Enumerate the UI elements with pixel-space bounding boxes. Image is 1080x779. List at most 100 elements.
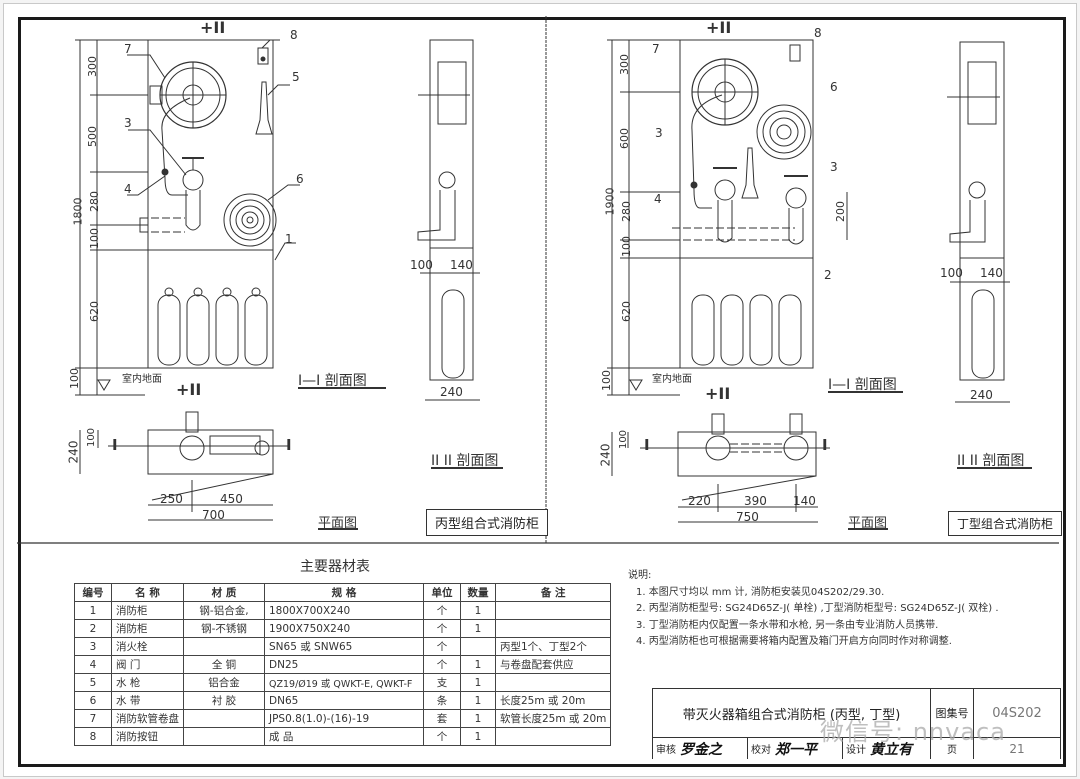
- note-item: 1. 本图尺寸均以 mm 计, 消防柜安装见04S202/29.30.: [636, 586, 885, 598]
- cell-unit: 个: [423, 655, 461, 674]
- cell-unit: 个: [423, 727, 461, 746]
- cell-no: 8: [74, 727, 112, 746]
- notes-block: 说明: 1. 本图尺寸均以 mm 计, 消防柜安装见04S202/29.30. …: [628, 568, 999, 651]
- cell-note: [494, 619, 612, 638]
- cell-note: 软管长度25m 或 20m: [494, 709, 612, 728]
- plan-section-mark-left: I: [112, 436, 118, 454]
- cell-note: 与卷盘配套供应: [494, 655, 612, 674]
- notes-heading: 说明:: [628, 570, 652, 581]
- cell-material: 钢-不锈钢: [183, 619, 265, 638]
- cell-name: 阀 门: [111, 655, 184, 674]
- col-header: 备 注: [494, 583, 612, 602]
- cell-material: 全 铜: [183, 655, 265, 674]
- section-mark-top: +II: [200, 18, 226, 37]
- callout-1: 1: [285, 232, 293, 246]
- plan-dim-700: 700: [202, 508, 225, 522]
- cell-name: 消防按钮: [111, 727, 184, 746]
- floor-label-right: 室内地面: [652, 374, 692, 385]
- cell-spec: 成 品: [264, 727, 424, 746]
- callout-6: 6: [296, 172, 304, 186]
- design-label: 设计: [846, 745, 866, 756]
- right-elevation: [607, 39, 848, 396]
- cell-no: 3: [74, 637, 112, 656]
- design-signature: 黄立有: [870, 741, 912, 758]
- col-header: 材 质: [183, 583, 265, 602]
- callout-6-right: 6: [830, 80, 838, 94]
- table-row: 1 消防柜 钢-铝合金, 1800X700X240 个 1: [74, 601, 612, 620]
- plan-dim-100: 100: [86, 427, 98, 448]
- section-mark-bottom: +II: [176, 380, 202, 399]
- callout-2: 2: [824, 268, 832, 282]
- dim-100-floor: 100: [68, 368, 81, 389]
- cell-material: 铝合金: [183, 673, 265, 692]
- cell-note: 丙型1个、丁型2个: [494, 637, 612, 656]
- cell-unit: 条: [423, 691, 461, 710]
- cell-spec: QZ19/Ø19 或 QWKT-E, QWKT-F: [264, 673, 424, 692]
- cell-name: 消火栓: [111, 637, 184, 656]
- plan-dim-140: 140: [793, 494, 816, 508]
- cell-unit: 个: [423, 601, 461, 620]
- review-field: 审核 罗金之: [653, 738, 748, 759]
- dim-280: 280: [88, 191, 101, 212]
- drawing-title: 带灭火器箱组合式消防柜 (丙型, 丁型): [653, 689, 931, 738]
- plan-dim-450: 450: [220, 492, 243, 506]
- plan-view-title: 平面图: [318, 516, 358, 531]
- callout-3: 3: [124, 116, 132, 130]
- dim-100-right: 100: [620, 236, 633, 257]
- cell-spec: JPS0.8(1.0)-(16)-19: [264, 709, 424, 728]
- note-item: 3. 丁型消防柜内仅配置一条水带和水枪, 另一条由专业消防人员携带.: [636, 619, 939, 631]
- panel-title-ding: 丁型组合式消防柜: [948, 511, 1063, 536]
- plan-section-mark-right-right: I: [822, 436, 828, 454]
- callout-4: 4: [124, 182, 132, 196]
- cell-name: 消防柜: [111, 601, 184, 620]
- left-plan-view: [79, 411, 290, 521]
- cell-no: 5: [74, 673, 112, 692]
- col-header: 数量: [460, 583, 496, 602]
- note-item: 4. 丙型消防柜也可根据需要将箱内配置及箱门开启方向同时作对称调整.: [636, 636, 952, 647]
- note-item: 2. 丙型消防柜型号: SG24D65Z-J( 单栓) ,丁型消防柜型号: SG…: [636, 603, 999, 614]
- cell-spec: DN25: [264, 655, 424, 674]
- cell-material: [183, 709, 265, 728]
- cell-name: 水 枪: [111, 673, 184, 692]
- review-label: 审核: [656, 745, 676, 756]
- cell-qty: 1: [460, 619, 496, 638]
- left-side-view: [417, 39, 480, 401]
- plan-dim-220: 220: [688, 494, 711, 508]
- bom-title: 主要器材表: [300, 559, 370, 575]
- cell-unit: 支: [423, 673, 461, 692]
- cell-no: 2: [74, 619, 112, 638]
- design-field: 设计 黄立有: [843, 738, 931, 759]
- cell-material: [183, 727, 265, 746]
- side-dim-100: 100: [410, 258, 433, 272]
- check-label: 校对: [751, 745, 771, 756]
- cell-name: 消防柜: [111, 619, 184, 638]
- side-dim-240-right: 240: [970, 388, 993, 402]
- cell-note: [494, 673, 612, 692]
- cell-name: 水 带: [111, 691, 184, 710]
- side-dim-240: 240: [440, 385, 463, 399]
- dim-620-right: 620: [620, 301, 633, 322]
- side-dim-140: 140: [450, 258, 473, 272]
- cell-spec: DN65: [264, 691, 424, 710]
- side-view-title: II II 剖面图: [431, 453, 499, 469]
- table-row: 6 水 带 衬 胶 DN65 条 1 长度25m 或 20m: [74, 691, 612, 710]
- section-mark-top-right: +II: [706, 18, 732, 37]
- table-row: 7 消防软管卷盘 JPS0.8(1.0)-(16)-19 套 1 软管长度25m…: [74, 709, 612, 728]
- elevation-view-title-right: I—I 剖面图: [828, 377, 897, 393]
- cell-material: 钢-铝合金,: [183, 601, 265, 620]
- plan-dim-100-right: 100: [618, 429, 630, 450]
- cell-qty: 1: [460, 601, 496, 620]
- cell-material: 衬 胶: [183, 691, 265, 710]
- callout-3a: 3: [655, 126, 663, 140]
- cell-unit: 个: [423, 619, 461, 638]
- cell-no: 1: [74, 601, 112, 620]
- bom-header-row: 编号 名 称 材 质 规 格 单位 数量 备 注: [74, 583, 612, 602]
- elevation-view-title: I—I 剖面图: [298, 373, 367, 389]
- cell-name: 消防软管卷盘: [111, 709, 184, 728]
- cell-qty: 1: [460, 691, 496, 710]
- callout-8-right: 8: [814, 26, 822, 40]
- callout-8: 8: [290, 28, 298, 42]
- dim-200-right: 200: [834, 201, 847, 222]
- cell-qty: 1: [460, 673, 496, 692]
- cell-qty: 1: [460, 709, 496, 728]
